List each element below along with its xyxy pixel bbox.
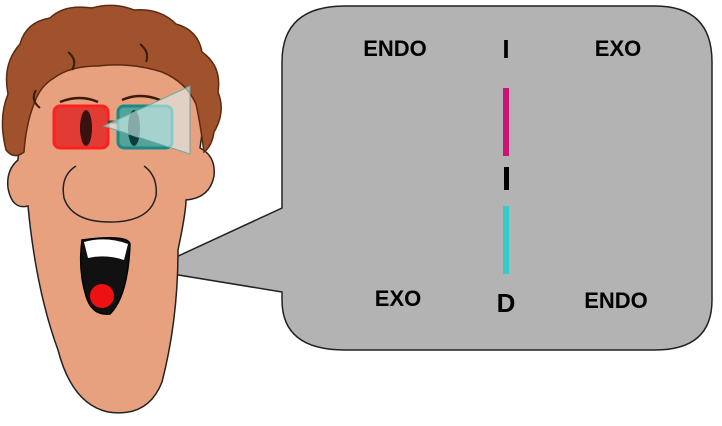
mouth — [79, 237, 131, 315]
stem-magenta-segment — [503, 88, 509, 156]
hair-strand-right — [139, 43, 149, 63]
hair — [1, 4, 222, 157]
hair-strand-left — [32, 89, 41, 109]
stem-black-segment — [504, 167, 509, 190]
pupil-left — [80, 110, 92, 146]
cartoon-face-icon — [1, 4, 222, 414]
label-bottom-right-endo: ENDO — [584, 288, 648, 313]
label-top-center-i: I — [502, 34, 509, 64]
eyebrow-right — [121, 94, 161, 102]
label-bottom-center-d: D — [497, 288, 516, 318]
eyebrow-left — [59, 96, 99, 104]
light-beam — [102, 85, 191, 155]
label-top-right-exo: EXO — [595, 36, 641, 61]
stem-cyan-segment — [503, 206, 509, 274]
hair-strand-center — [67, 51, 76, 71]
label-bottom-left-exo: EXO — [375, 286, 421, 311]
speech-bubble-shape — [145, 5, 713, 351]
3d-glasses-icon — [52, 85, 191, 155]
label-top-left-endo: ENDO — [363, 36, 427, 61]
tongue — [90, 284, 114, 308]
speech-bubble: ENDO I EXO EXO D ENDO — [145, 5, 713, 351]
nose — [62, 165, 157, 223]
teeth — [84, 239, 128, 260]
